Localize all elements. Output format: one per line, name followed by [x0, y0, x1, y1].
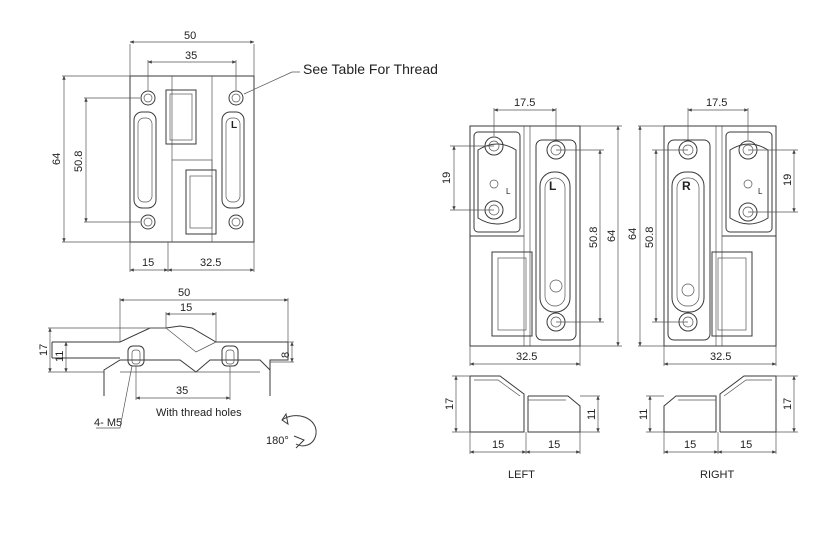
- rotate-180-icon: 180°: [266, 412, 317, 449]
- side-view-dimensions: 50 15 17 11 8 35 4- M5 With thread holes: [38, 287, 294, 429]
- dim-15b-side-right: 15: [740, 439, 752, 451]
- dim-15-bottom: 15: [142, 257, 154, 269]
- dim-17-side: 17: [38, 344, 50, 356]
- dim-11-side: 11: [54, 351, 66, 362]
- dim-508-left: 50.8: [73, 151, 85, 172]
- dim-19-right-hand: 19: [782, 174, 794, 186]
- dim-11-side-right: 11: [638, 409, 650, 420]
- dim-64-right-hand: 64: [627, 228, 639, 240]
- dim-50-top: 50: [184, 30, 196, 42]
- left-hand-small-mark: L: [506, 187, 511, 196]
- dim-64-left-hand: 64: [606, 230, 618, 242]
- dim-325-bottom: 32.5: [200, 257, 221, 269]
- dim-175-right-hand: 17.5: [706, 97, 727, 109]
- dim-11-side-left: 11: [586, 409, 598, 420]
- dim-508-right-hand: 50.8: [644, 227, 656, 248]
- side-view-right-dimensions: 11 17 15 15 RIGHT: [638, 375, 798, 481]
- dim-64-left: 64: [51, 153, 63, 165]
- caption-left: LEFT: [508, 469, 535, 481]
- callout-see-table: See Table For Thread: [303, 61, 438, 77]
- dim-17-side-right: 17: [782, 398, 794, 410]
- side-view-right: [663, 375, 777, 433]
- right-hand-mark-r: R: [682, 179, 691, 193]
- dim-19-left-hand: 19: [441, 172, 453, 184]
- dim-508-left-hand: 50.8: [588, 227, 600, 248]
- caption-right: RIGHT: [700, 469, 735, 481]
- callout-m5: 4- M5: [94, 417, 122, 429]
- left-hand-mark-l: L: [549, 179, 556, 193]
- dim-17-side-left: 17: [444, 398, 456, 410]
- dim-15a-side-right: 15: [684, 439, 696, 451]
- dim-175-left-hand: 17.5: [514, 97, 535, 109]
- dim-35-top: 35: [185, 50, 197, 62]
- dim-50-side: 50: [178, 287, 190, 299]
- dim-15a-side-left: 15: [492, 439, 504, 451]
- callout-rotate: 180°: [266, 435, 289, 447]
- front-mark-l: L: [231, 120, 237, 131]
- right-hand-small-mark: L: [758, 187, 763, 196]
- dim-8-side: 8: [280, 352, 292, 358]
- front-view-dimensions: 50 35 See Table For Thread 64 50.8 15 32…: [51, 30, 438, 272]
- dim-35-side: 35: [176, 385, 188, 397]
- right-hand-front-dimensions: 17.5 19 64 50.8 32.5: [627, 97, 798, 366]
- side-view-left: [469, 375, 581, 433]
- dim-15b-side-left: 15: [548, 439, 560, 451]
- right-hand-front: R L: [663, 125, 777, 347]
- dim-15-side: 15: [180, 302, 192, 314]
- dim-325-left-hand: 32.5: [516, 351, 537, 363]
- side-view-left-dimensions: 17 11 15 15 LEFT: [444, 375, 600, 481]
- dim-325-right-hand: 32.5: [710, 351, 731, 363]
- callout-thread-holes: With thread holes: [156, 407, 242, 419]
- side-view-main: [51, 325, 289, 396]
- front-view-main: L: [129, 75, 255, 243]
- left-hand-front: L L: [469, 125, 581, 347]
- left-hand-front-dimensions: 17.5 19 50.8 64 32.5: [441, 97, 622, 366]
